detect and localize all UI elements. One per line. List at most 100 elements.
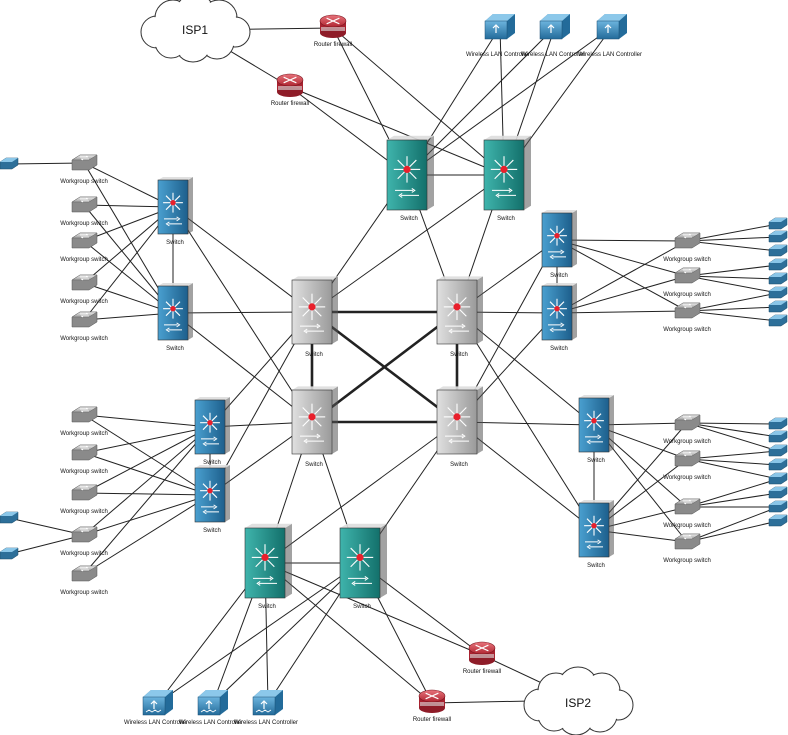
host-device-icon[interactable] xyxy=(768,472,788,485)
core-switch-icon[interactable] xyxy=(436,276,483,345)
host-device-icon[interactable] xyxy=(0,511,19,524)
workgroup-switch-label: Workgroup switch xyxy=(60,179,108,185)
wireless-lan-controller-icon[interactable] xyxy=(142,690,173,716)
link-c1-dL2 xyxy=(172,311,313,314)
workgroup-switch-icon[interactable] xyxy=(71,444,98,461)
host-device-icon[interactable] xyxy=(0,547,19,560)
host-device-icon[interactable] xyxy=(768,300,788,313)
link-wR2-dR2 xyxy=(556,275,688,314)
workgroup-switch-icon[interactable] xyxy=(674,498,701,515)
link-wlcB1-eB2 xyxy=(157,562,361,704)
link-wR5-hR11 xyxy=(686,458,779,466)
workgroup-switch-icon[interactable] xyxy=(674,533,701,550)
link-c3-dL2 xyxy=(172,312,313,423)
router-firewall-icon[interactable] xyxy=(468,641,496,665)
workgroup-switch-icon[interactable] xyxy=(71,526,98,543)
link-wR2-hR3 xyxy=(686,264,779,277)
host-device-icon[interactable] xyxy=(768,500,788,513)
link-wR1-dR2 xyxy=(556,240,688,314)
wireless-lan-controller-label: Wireless LAN Controller xyxy=(234,720,298,726)
host-device-icon[interactable] xyxy=(768,486,788,499)
link-wR7-hR14 xyxy=(686,506,779,543)
link-wR4-hR10 xyxy=(686,422,779,452)
host-device-icon[interactable] xyxy=(768,272,788,285)
wireless-lan-controller-icon[interactable] xyxy=(484,14,515,40)
core-switch-icon[interactable] xyxy=(291,276,338,345)
host-device-icon[interactable] xyxy=(768,314,788,327)
workgroup-switch-label: Workgroup switch xyxy=(60,551,108,557)
host-device-icon[interactable] xyxy=(768,444,788,457)
router-firewall-label: Router firewall xyxy=(271,101,309,107)
link-wL7-dL3 xyxy=(83,426,211,454)
edge-switch-icon[interactable] xyxy=(244,523,292,599)
distribution-switch-icon[interactable] xyxy=(157,177,193,235)
distribution-switch-icon[interactable] xyxy=(541,283,577,341)
link-wL10-dL4 xyxy=(83,494,211,575)
host-device-icon[interactable] xyxy=(768,230,788,243)
host-device-icon[interactable] xyxy=(768,458,788,471)
switch-label: Switch xyxy=(450,352,468,358)
workgroup-switch-label: Workgroup switch xyxy=(663,327,711,333)
wireless-lan-controller-label: Wireless LAN Controller xyxy=(179,720,243,726)
wireless-lan-controller-icon[interactable] xyxy=(252,690,283,716)
workgroup-switch-icon[interactable] xyxy=(71,154,98,171)
workgroup-switch-label: Workgroup switch xyxy=(60,509,108,515)
distribution-switch-icon[interactable] xyxy=(578,395,614,453)
edge-switch-icon[interactable] xyxy=(339,523,387,599)
router-firewall-label: Router firewall xyxy=(314,42,352,48)
distribution-switch-icon[interactable] xyxy=(541,210,577,268)
workgroup-switch-icon[interactable] xyxy=(674,450,701,467)
isp2-cloud xyxy=(523,666,634,735)
edge-switch-icon[interactable] xyxy=(386,135,434,211)
workgroup-switch-icon[interactable] xyxy=(71,484,98,501)
workgroup-switch-icon[interactable] xyxy=(71,232,98,249)
workgroup-switch-icon[interactable] xyxy=(71,274,98,291)
workgroup-switch-icon[interactable] xyxy=(71,406,98,423)
link-wR1-hR2 xyxy=(686,240,779,252)
link-wL10-dL3 xyxy=(83,426,211,575)
workgroup-switch-icon[interactable] xyxy=(674,414,701,431)
switch-label: Switch xyxy=(550,273,568,279)
distribution-switch-icon[interactable] xyxy=(194,465,230,523)
isp1-cloud-label: ISP1 xyxy=(182,23,208,37)
host-device-icon[interactable] xyxy=(768,258,788,271)
wireless-lan-controller-icon[interactable] xyxy=(197,690,228,716)
workgroup-switch-label: Workgroup switch xyxy=(663,292,711,298)
link-wL8-dL4 xyxy=(83,492,211,496)
core-switch-icon[interactable] xyxy=(436,386,483,455)
workgroup-switch-icon[interactable] xyxy=(71,196,98,213)
link-wR2-dR1 xyxy=(556,239,688,277)
wireless-lan-controller-icon[interactable] xyxy=(539,14,570,40)
switch-label: Switch xyxy=(550,346,568,352)
link-c1-dL1 xyxy=(172,206,313,313)
link-wR7-hR15 xyxy=(686,520,779,543)
workgroup-switch-icon[interactable] xyxy=(674,302,701,319)
workgroup-switch-icon[interactable] xyxy=(71,311,98,328)
host-device-icon[interactable] xyxy=(0,157,19,170)
host-device-icon[interactable] xyxy=(768,286,788,299)
workgroup-switch-icon[interactable] xyxy=(71,565,98,582)
workgroup-switch-label: Workgroup switch xyxy=(60,221,108,227)
link-c3-dL1 xyxy=(172,206,313,423)
wireless-lan-controller-label: Wireless LAN Controller xyxy=(124,720,188,726)
edge-switch-icon[interactable] xyxy=(483,135,531,211)
link-wR5-hR10 xyxy=(686,450,779,460)
distribution-switch-icon[interactable] xyxy=(157,283,193,341)
link-wR1-dR1 xyxy=(556,239,688,242)
router-firewall-icon[interactable] xyxy=(319,14,347,38)
distribution-switch-icon[interactable] xyxy=(578,500,614,558)
host-device-icon[interactable] xyxy=(768,217,788,230)
router-firewall-icon[interactable] xyxy=(418,689,446,713)
link-eT2-c1 xyxy=(311,174,505,313)
workgroup-switch-icon[interactable] xyxy=(674,267,701,284)
host-device-icon[interactable] xyxy=(768,514,788,527)
host-device-icon[interactable] xyxy=(768,430,788,443)
link-hL3-wL9 xyxy=(8,534,85,555)
distribution-switch-icon[interactable] xyxy=(194,397,230,455)
host-device-icon[interactable] xyxy=(768,417,788,430)
workgroup-switch-icon[interactable] xyxy=(674,232,701,249)
host-device-icon[interactable] xyxy=(768,244,788,257)
router-firewall-icon[interactable] xyxy=(276,73,304,97)
core-switch-icon[interactable] xyxy=(291,386,338,455)
wireless-lan-controller-icon[interactable] xyxy=(596,14,627,40)
